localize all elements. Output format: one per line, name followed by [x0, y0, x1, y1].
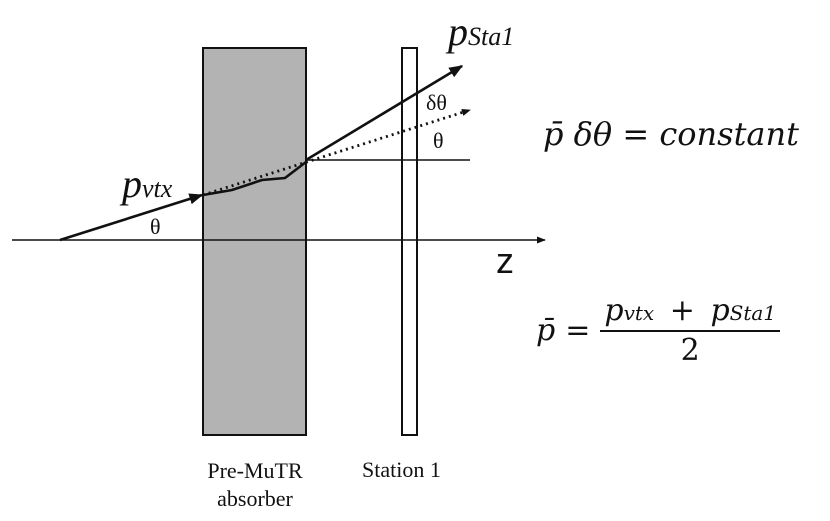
p-vtx-sub: vtx [142, 174, 173, 203]
z-axis-label: z [496, 240, 514, 281]
scattering-path [202, 160, 307, 197]
equation-average-momentum: p̄ = pvtx + pSta1 2 [536, 293, 781, 368]
eq2-fraction: pvtx + pSta1 2 [600, 293, 781, 368]
incoming-track [59, 193, 204, 242]
eq2-num-a: p [604, 293, 624, 328]
eq1-rhs: constant [659, 115, 799, 153]
absorber-caption-line1: Pre-MuTR [207, 458, 303, 483]
theta-upper-label: θ [433, 128, 444, 153]
eq2-num-b: p [710, 293, 730, 328]
eq1-pbar: p̄ [543, 115, 564, 153]
eq2-numerator: pvtx + pSta1 [600, 293, 781, 332]
theta-lower-label: θ [150, 214, 161, 239]
station-plane [401, 47, 418, 436]
absorber-caption-line2: absorber [217, 486, 293, 511]
eq2-plus: + [669, 293, 695, 328]
eq1-dtheta: δθ [573, 115, 613, 153]
eq2-equals: = [565, 313, 591, 348]
eq2-num-b-sub: Sta1 [729, 301, 777, 325]
outgoing-track [305, 64, 464, 162]
eq1-equals: = [622, 115, 650, 153]
eq2-pbar: p̄ [536, 313, 556, 348]
station-caption: Station 1 [362, 457, 441, 482]
eq2-num-a-sub: vtx [623, 301, 655, 325]
delta-theta-label: δθ [426, 90, 447, 115]
eq2-denominator: 2 [680, 333, 700, 368]
p-sta1-label: pSta1 [448, 12, 514, 52]
p-sta1-main: p [448, 9, 468, 54]
p-vtx-label: pvtx [122, 164, 172, 204]
absorber-block [202, 47, 307, 436]
absorber-caption: Pre-MuTR absorber [180, 457, 330, 513]
p-sta1-sub: Sta1 [468, 22, 515, 51]
equation-momentum-angle: p̄ δθ = constant [543, 118, 799, 150]
p-vtx-main: p [122, 161, 142, 206]
